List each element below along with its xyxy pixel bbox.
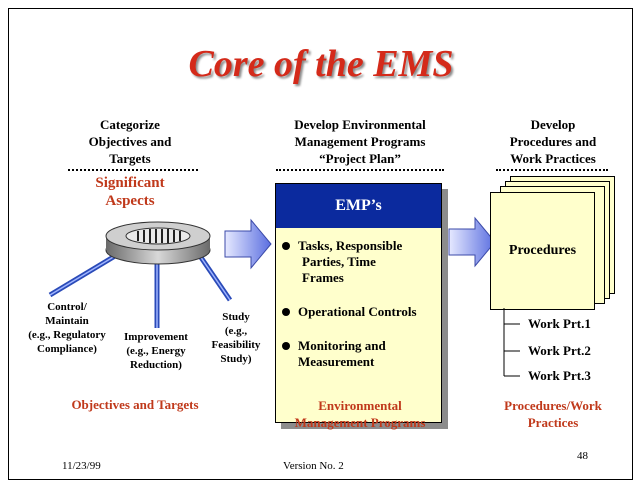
label-improvement-line3: Reduction) xyxy=(130,359,182,371)
bullet-icon xyxy=(282,342,290,350)
emp-bullet-3-line1: Monitoring and xyxy=(298,338,386,353)
col3-heading-line3: Work Practices xyxy=(510,151,596,166)
col2-divider xyxy=(276,169,444,171)
disc-legs xyxy=(48,253,233,328)
col1-divider xyxy=(68,169,198,171)
col3-footer-line1: Procedures/Work xyxy=(504,398,602,413)
label-control-maintain: Control/ Maintain (e.g., Regulatory Comp… xyxy=(12,300,122,356)
col1-heading-line2: Objectives and xyxy=(88,134,172,149)
emp-bullet-1-line1: Tasks, Responsible xyxy=(298,238,403,253)
col3-divider xyxy=(496,169,608,171)
work-item-2: Work Prt.2 xyxy=(528,343,591,358)
label-control-line3: (e.g., Regulatory xyxy=(28,329,106,341)
arrow-right-icon xyxy=(448,216,496,268)
col1-heading: Categorize Objectives and Targets xyxy=(60,116,200,167)
aspects-disc-diagram xyxy=(48,221,233,328)
work-practice-connector xyxy=(503,308,520,377)
col1-subheading: Significant Aspects xyxy=(60,174,200,210)
emp-bullet-3-line2: Measurement xyxy=(298,354,375,369)
procedures-title: Procedures xyxy=(508,243,577,258)
col3-heading: Develop Procedures and Work Practices xyxy=(478,116,628,167)
label-control-line2: Maintain xyxy=(45,315,89,327)
label-study-line4: Study) xyxy=(220,353,252,365)
col2-heading-line1: Develop Environmental xyxy=(294,117,426,132)
col1-subheading-line1: Significant xyxy=(95,175,165,191)
col3-heading-line2: Procedures and xyxy=(509,134,597,149)
bullet-icon xyxy=(282,242,290,250)
label-improvement-line2: (e.g., Energy xyxy=(126,345,186,357)
work-item-3: Work Prt.3 xyxy=(528,368,591,383)
arrow-right-icon xyxy=(224,218,272,270)
footer-page-number: 48 xyxy=(577,450,588,462)
bullet-icon xyxy=(282,308,290,316)
work-item-1: Work Prt.1 xyxy=(528,316,591,331)
procedure-page-front: Procedures xyxy=(490,192,595,310)
col1-subheading-line2: Aspects xyxy=(105,193,155,209)
emp-box-title: EMP’s xyxy=(276,184,441,228)
label-control-line1: Control/ xyxy=(47,301,87,313)
col2-footer: Environmental Management Programs xyxy=(270,397,450,431)
label-study: Study (e.g., Feasibility Study) xyxy=(205,310,267,366)
col1-heading-line1: Categorize xyxy=(100,117,160,132)
footer-date: 11/23/99 xyxy=(62,460,101,472)
col2-footer-line1: Environmental xyxy=(318,398,402,413)
col2-footer-line2: Management Programs xyxy=(294,415,426,430)
emp-bullet-2-line1: Operational Controls xyxy=(298,304,417,319)
emp-box: EMP’s Tasks, Responsible Parties, Time F… xyxy=(275,183,442,423)
col2-heading-line3: “Project Plan” xyxy=(319,151,401,166)
label-improvement-line1: Improvement xyxy=(124,331,188,343)
col1-footer: Objectives and Targets xyxy=(71,397,199,412)
col1-heading-line3: Targets xyxy=(109,151,151,166)
footer-version: Version No. 2 xyxy=(283,460,344,472)
emp-bullet-1-line2: Parties, Time xyxy=(302,254,376,269)
col3-footer-line2: Practices xyxy=(527,415,579,430)
col2-heading: Develop Environmental Management Program… xyxy=(270,116,450,167)
disc xyxy=(105,221,211,265)
emp-bullet-1-line3: Frames xyxy=(302,270,344,285)
slide-title: Core of the EMS xyxy=(188,43,454,85)
label-control-line4: Compliance) xyxy=(37,343,97,355)
label-study-line1: Study xyxy=(222,311,250,323)
col3-heading-line1: Develop xyxy=(530,117,576,132)
col3-footer: Procedures/Work Practices xyxy=(478,397,628,431)
label-study-line2: (e.g., xyxy=(224,325,248,337)
label-study-line3: Feasibility xyxy=(211,339,261,351)
label-improvement: Improvement (e.g., Energy Reduction) xyxy=(108,330,204,372)
col2-heading-line2: Management Programs xyxy=(294,134,426,149)
